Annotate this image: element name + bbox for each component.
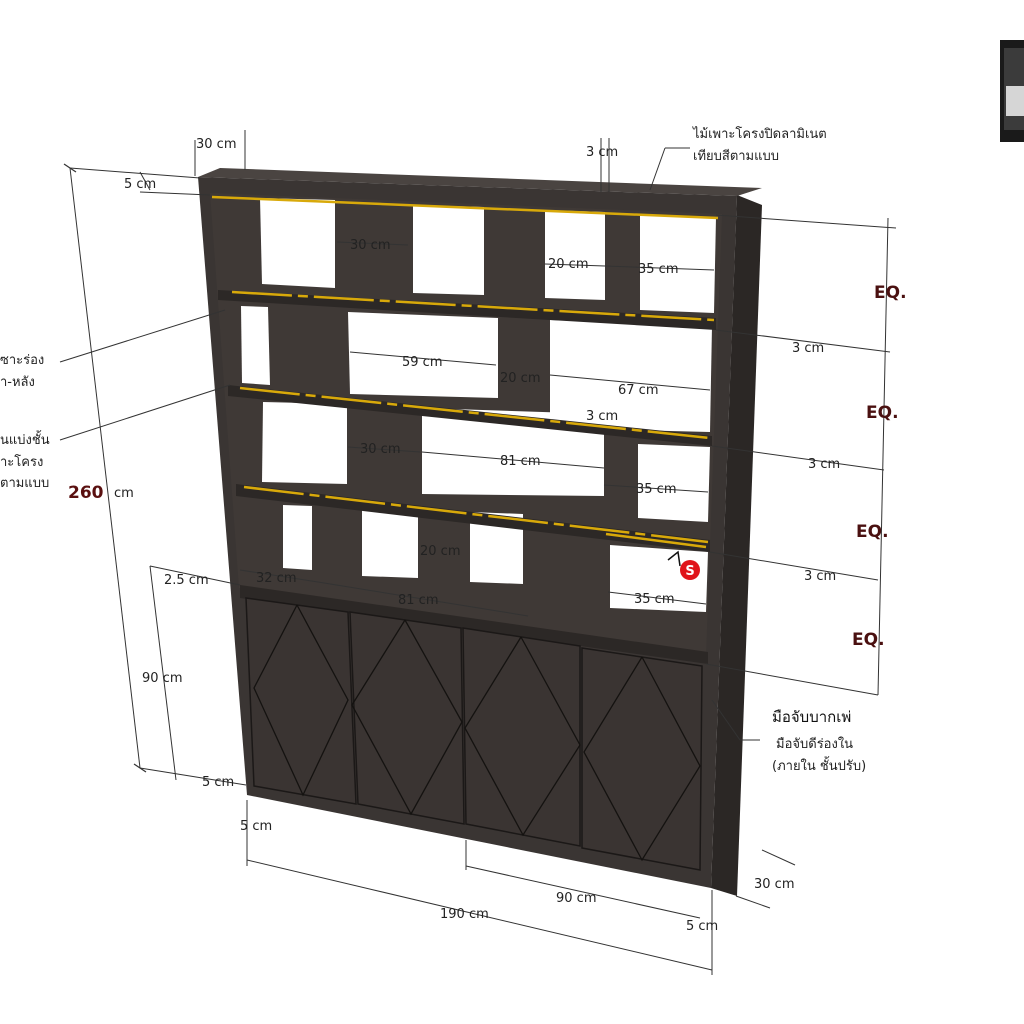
annotation-notes: ไม้เพาะโครงปิดลามิเนต เทียบสีตามแบบ ซาะร…	[0, 126, 866, 774]
shelf-accent-lines	[211, 195, 719, 549]
dim-row1-c: 35 cm	[638, 262, 679, 277]
opening	[362, 508, 418, 578]
note-left-2a: นแบ่งชั้น	[0, 430, 50, 448]
note-handle-2: (ภายใน ชั้นปรับ)	[772, 756, 866, 774]
cabinet-body	[198, 168, 762, 896]
opening	[348, 312, 498, 398]
opening	[260, 198, 335, 288]
dim-total-height-unit: cm	[114, 486, 134, 501]
eq-label-4: EQ.	[852, 630, 885, 650]
dimension-labels: 30 cm 5 cm 3 cm 260 cm 30 cm 20 cm 35 cm…	[68, 137, 840, 934]
note-top-right-2: เทียบสีตามแบบ	[693, 148, 779, 164]
shelf-board	[218, 290, 716, 330]
preview-thumbnail[interactable]	[1000, 40, 1024, 142]
note-left-1a: ซาะร่อง	[0, 353, 44, 368]
eq-label-2: EQ.	[866, 403, 899, 423]
dim-top-depth: 30 cm	[196, 137, 237, 152]
dim-shelf-gap-3: 3 cm	[804, 569, 836, 584]
section-marker[interactable]: S	[667, 550, 700, 580]
opening	[262, 402, 347, 484]
note-left-1b: ำ-หลัง	[0, 375, 35, 390]
cabinet-doors	[245, 597, 703, 871]
dim-top-right-gap: 3 cm	[586, 145, 618, 160]
dim-row2-a: 59 cm	[402, 355, 443, 370]
note-left-2c: ตามแบบ	[0, 476, 49, 491]
dim-row4-c: 81 cm	[398, 593, 439, 608]
dim-shelf-gap-1: 3 cm	[792, 341, 824, 356]
dim-depth-bottom: 30 cm	[754, 877, 795, 892]
dim-side-right: 5 cm	[686, 919, 718, 934]
dim-plinth: 5 cm	[202, 775, 234, 790]
dim-row3-c: 35 cm	[636, 482, 677, 497]
dim-row2-b: 20 cm	[500, 371, 541, 386]
dim-row3-b: 81 cm	[500, 454, 541, 469]
right-side-face	[711, 195, 762, 896]
note-handle-main: มือจับบากเพ่	[772, 708, 851, 726]
dim-row2-c: 67 cm	[618, 383, 659, 398]
eq-label-3: EQ.	[856, 522, 889, 542]
opening	[241, 306, 270, 385]
shelf-board	[240, 585, 708, 664]
dim-row4-b: 32 cm	[256, 571, 297, 586]
dim-row1-b: 20 cm	[548, 257, 589, 272]
eq-labels: EQ. EQ. EQ. EQ.	[852, 283, 907, 650]
dim-width-half: 90 cm	[556, 891, 597, 906]
top-face	[198, 168, 762, 196]
dim-shelf-gap-2: 3 cm	[808, 457, 840, 472]
dim-total-height: 260	[68, 483, 104, 503]
dim-row4-d: 35 cm	[634, 592, 675, 607]
opening	[550, 320, 712, 432]
note-left-2b: าะโครง	[0, 454, 43, 470]
opening	[638, 444, 710, 522]
opening	[283, 505, 312, 570]
note-handle-1: มือจับดีร่องใน	[776, 736, 853, 752]
dim-mid-gap: 3 cm	[586, 409, 618, 424]
dim-base-gap: 2.5 cm	[164, 573, 209, 588]
note-top-right-1: ไม้เพาะโครงปิดลามิเนต	[692, 126, 827, 142]
dim-row1-a: 30 cm	[350, 238, 391, 253]
dim-side-left: 5 cm	[240, 819, 272, 834]
dim-width-total: 190 cm	[440, 907, 489, 922]
dim-row3-a: 30 cm	[360, 442, 401, 457]
opening	[413, 205, 484, 295]
opening	[640, 214, 716, 313]
opening	[545, 210, 605, 300]
eq-label-1: EQ.	[874, 283, 907, 303]
dim-top-board: 5 cm	[124, 177, 156, 192]
dim-cabinet-height: 90 cm	[142, 671, 183, 686]
section-marker-label: S	[685, 564, 694, 579]
dim-row4-a: 20 cm	[420, 544, 461, 559]
dimension-lines	[59, 130, 897, 975]
opening	[470, 512, 523, 584]
